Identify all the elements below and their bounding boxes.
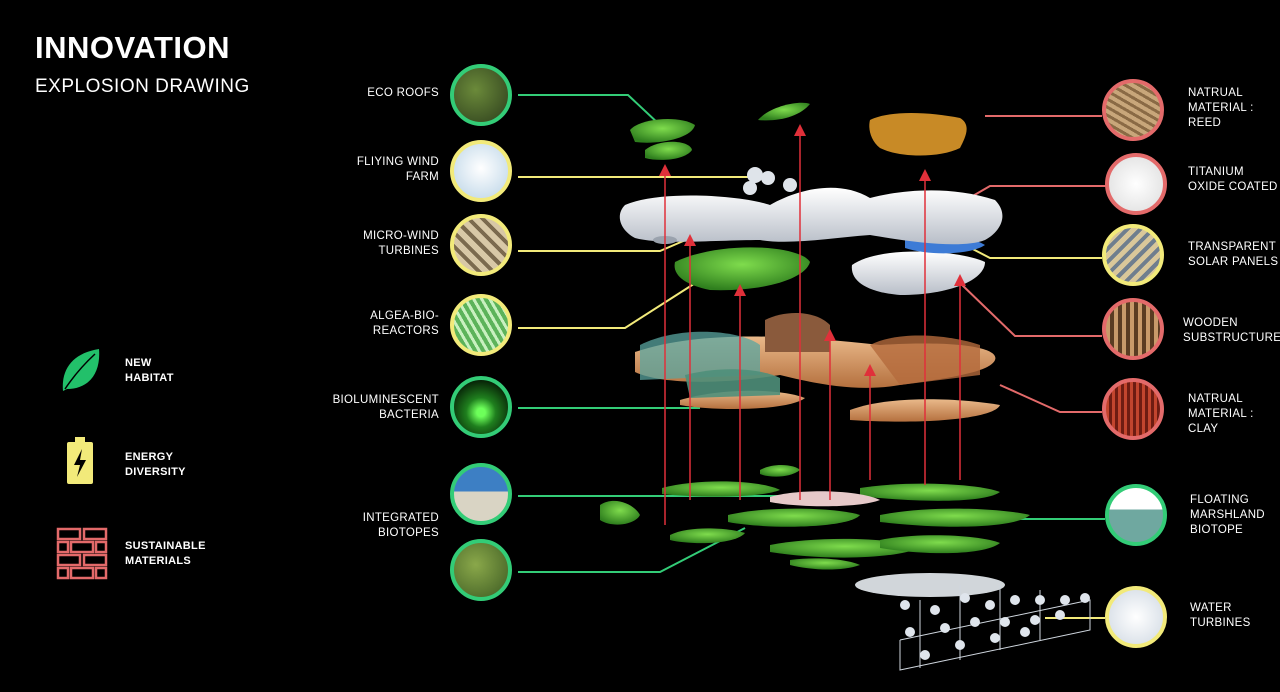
label-line: WOODEN (1183, 317, 1238, 329)
biotope-plaza (770, 491, 880, 507)
legend-label-line1: SUSTAINABLE (125, 540, 206, 552)
bioluminescent-bacteria-photo (450, 376, 512, 438)
label-clay: NATRUAL MATERIAL : CLAY (1188, 392, 1280, 437)
micro-wind-turbines-photo (450, 214, 512, 276)
wooden-substructure-photo (1102, 298, 1164, 360)
floating-marshland-diagram (1105, 484, 1167, 546)
label-eco-roofs: ECO ROOFS (309, 86, 439, 101)
connector-wooden (959, 282, 1102, 337)
label-flying-wind-farm: FLIYING WIND FARM (309, 155, 439, 185)
algea-bio-reactors-photo (450, 294, 512, 356)
label-transparent-solar-panels: TRANSPARENT SOLAR PANELS (1188, 240, 1280, 270)
label-line: BACTERIA (379, 409, 439, 421)
label-line: WATER (1190, 602, 1232, 614)
label-titanium-oxide: TITANIUM OXIDE COATED (1188, 165, 1280, 195)
legend-energy-diversity: ENERGY DIVERSITY (55, 435, 265, 505)
reed-material-photo (1102, 79, 1164, 141)
leaf-icon (62, 349, 100, 391)
label-line: TITANIUM (1188, 166, 1244, 178)
legend-label-line1: NEW (125, 357, 152, 369)
label-line: FLIYING WIND (356, 156, 439, 168)
flying-wind-farm-diagram (450, 140, 512, 202)
label-line: NATRUAL (1188, 87, 1243, 99)
connector-algea (518, 279, 701, 329)
label-water-turbines: WATER TURBINES (1190, 601, 1280, 631)
label-line: INTEGRATED (362, 512, 439, 524)
label-line: NATRUAL (1188, 393, 1243, 405)
legend-label-line2: MATERIALS (125, 555, 192, 567)
biotopes-drawing (600, 465, 1030, 570)
label-line: MATERIAL : (1188, 408, 1254, 420)
page-subtitle: EXPLOSION DRAWING (35, 76, 250, 97)
legend-new-habitat: NEW HABITAT (55, 345, 265, 415)
eco-roof-leaves-drawing (630, 102, 967, 160)
titanium-oxide-photo (1105, 153, 1167, 215)
label-integrated-biotopes: INTEGRATED BIOTOPES (309, 511, 439, 541)
flying-wind-farm-drawing (743, 167, 797, 195)
label-line: REED (1188, 117, 1222, 129)
clay-material-photo (1102, 378, 1164, 440)
label-line: TURBINES (378, 245, 439, 257)
label-line: FARM (405, 171, 439, 183)
label-line: SOLAR PANELS (1188, 256, 1279, 268)
label-wooden-substructure: WOODEN SUBSTRUCTURE (1183, 316, 1280, 346)
label-line: CLAY (1188, 423, 1219, 435)
label-line: OXIDE COATED (1188, 181, 1278, 193)
label-line: ECO ROOFS (367, 87, 439, 99)
label-floating-marshland: FLOATING MARSHLAND BIOTOPE (1190, 493, 1280, 538)
structure-level-drawing (635, 313, 1000, 422)
connector-solar (964, 244, 1102, 259)
water-turbines-drawing (855, 573, 1091, 671)
label-line: BIOLUMINESCENT (332, 394, 439, 406)
label-line: MICRO-WIND (363, 230, 439, 242)
water-turbines-diagram (1105, 586, 1167, 648)
label-line: MARSHLAND (1190, 509, 1265, 521)
label-line: REACTORS (372, 325, 439, 337)
roof-canopy-drawing (619, 187, 1003, 245)
page-title: INNOVATION (35, 30, 231, 65)
legend-label-line2: HABITAT (125, 372, 174, 384)
label-bioluminescent-bacteria: BIOLUMINESCENT BACTERIA (309, 393, 439, 423)
connector-eco-roofs (518, 94, 661, 126)
legend-label-line1: ENERGY (125, 451, 174, 463)
label-micro-wind-turbines: MICRO-WIND TURBINES (309, 229, 439, 259)
label-line: TRANSPARENT (1188, 241, 1277, 253)
label-line: TURBINES (1190, 617, 1251, 629)
integrated-biotopes-photo-1 (450, 463, 512, 525)
legend-sustainable-materials: SUSTAINABLE MATERIALS (55, 525, 265, 595)
label-reed: NATRUAL MATERIAL : REED (1188, 86, 1280, 131)
battery-icon (67, 437, 93, 484)
label-line: SUBSTRUCTURE (1183, 332, 1280, 344)
assembly-arrows (659, 124, 966, 525)
transparent-solar-panels-photo (1102, 224, 1164, 286)
label-line: BIOTOPES (378, 527, 439, 539)
label-line: MATERIAL : (1188, 102, 1254, 114)
connector-clay (999, 384, 1102, 413)
connector-biotopes-2 (518, 527, 746, 573)
label-line: FLOATING (1190, 494, 1250, 506)
label-line: ALGEA-BIO- (370, 310, 439, 322)
integrated-biotopes-photo-2 (450, 539, 512, 601)
label-algea-bio-reactors: ALGEA-BIO- REACTORS (309, 309, 439, 339)
brick-wall-icon (56, 527, 108, 580)
legend-label-line2: DIVERSITY (125, 466, 186, 478)
label-line: BIOTOPE (1190, 524, 1244, 536)
eco-roofs-photo (450, 64, 512, 126)
